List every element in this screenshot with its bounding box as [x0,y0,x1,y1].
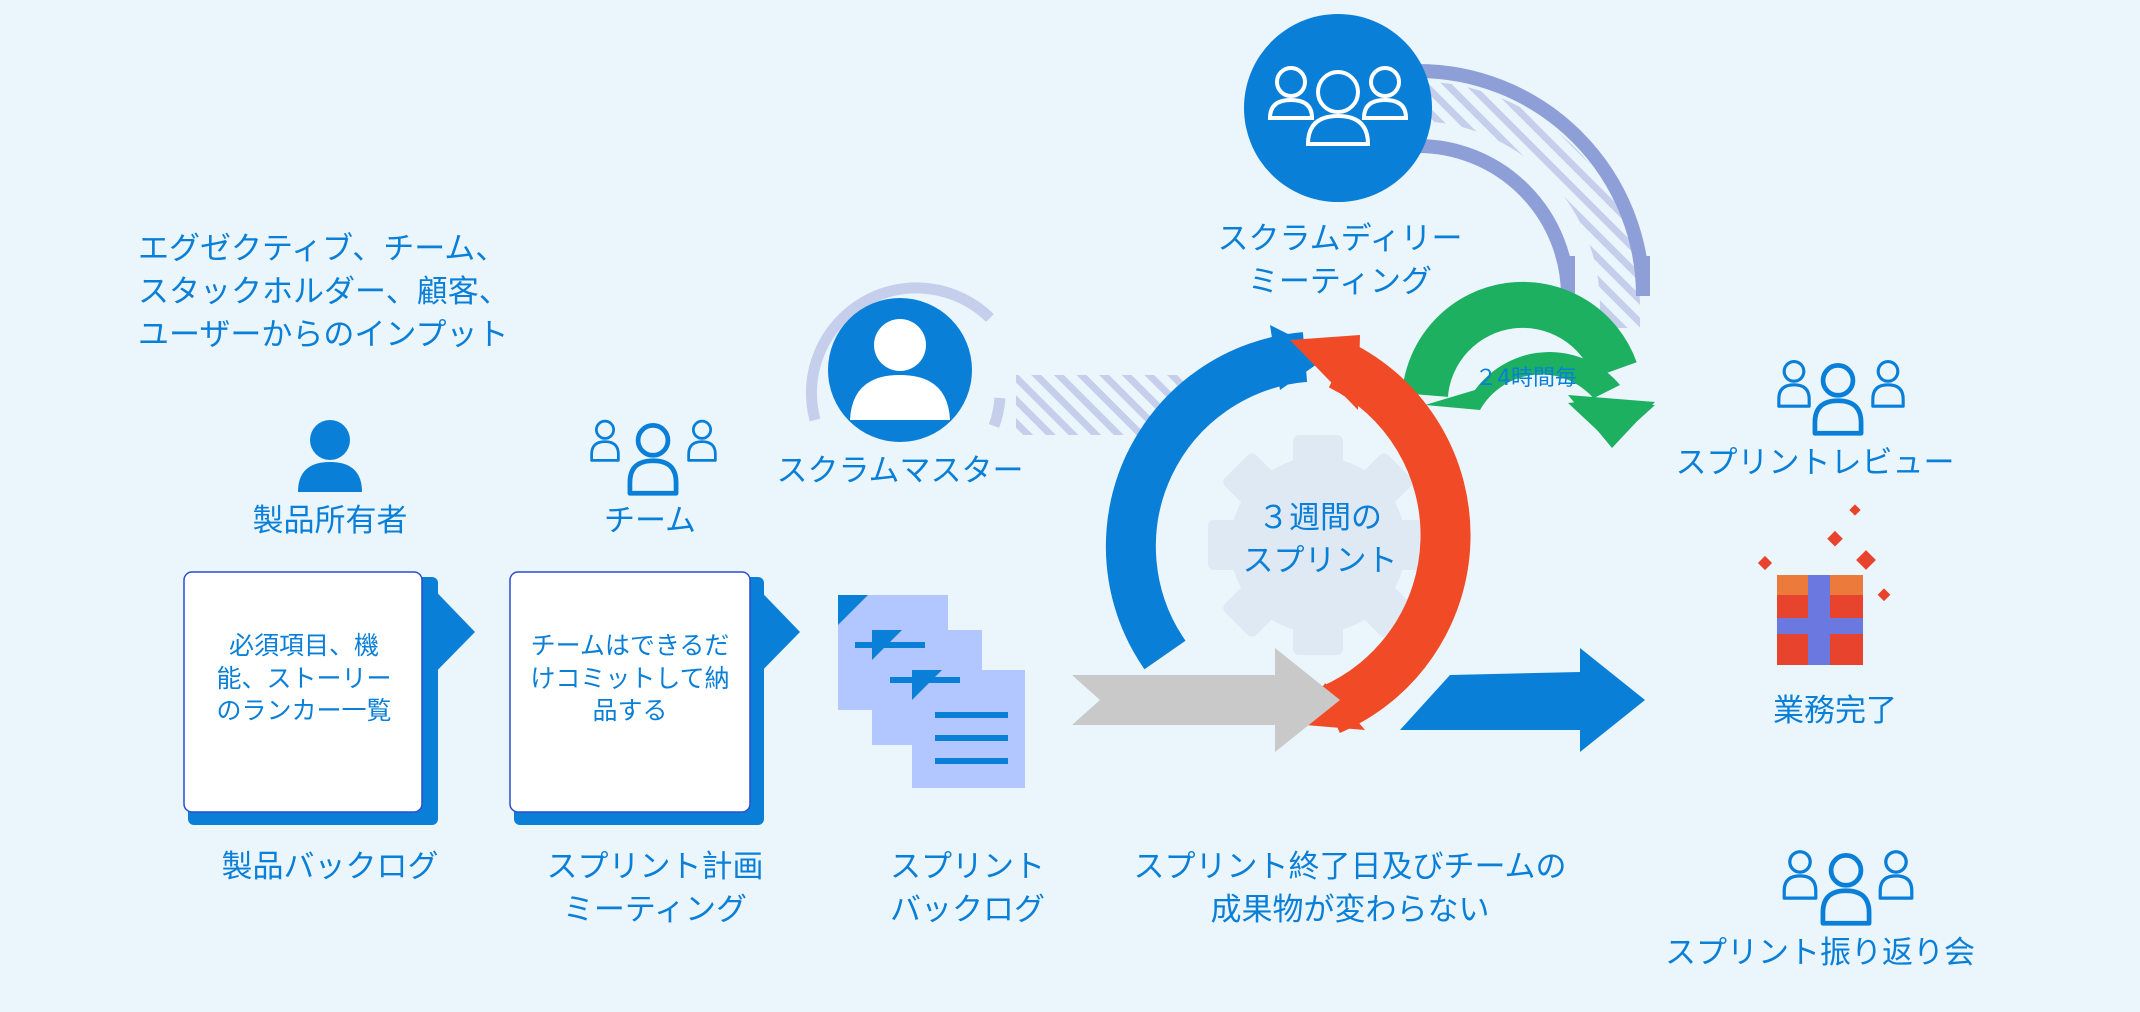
blue-outgoing-arrow [1400,648,1645,752]
product-owner-label: 製品所有者 [252,503,408,539]
work-done-label: 業務完了 [1773,693,1897,729]
product-backlog-label: 製品バックログ [221,849,439,885]
daily-meeting-icon [1244,14,1432,202]
red-cycle-arrow [1319,342,1471,733]
sprint-backlog-label: スプリント バックログ [890,849,1045,928]
review-group-icon [1776,359,1906,434]
person-icon [298,420,362,492]
team-label: チーム [603,503,697,539]
planning-meeting-label: スプリント計画 ミーティング [546,849,764,928]
retrospective-group-icon [1782,849,1914,924]
gift-icon [1757,504,1891,665]
planning-card [509,571,800,825]
retrospective-label: スプリント振り返り会 [1665,935,1975,971]
product-backlog-card-text: 必須項目、機 能、ストーリー のランカー一覧 [216,631,392,725]
lavender-arc-inner [1417,139,1575,297]
document-stack-icon [838,595,1025,788]
hatched-arc-daily [1415,81,1640,328]
daily-meeting-label: スクラムディリー ミーティング [1217,221,1463,300]
blue-cycle-arrow [1105,332,1308,670]
scrum-master-label: スクラムマスター [776,453,1024,489]
gear-icon [1208,435,1428,655]
unchanged-note-label: スプリント終了日及びチームの 成果物が変わらない [1133,849,1567,928]
planning-card-text: チームはできるだ けコミットして納 品する [530,631,730,725]
sprint-review-label: スプリントレビュー [1675,445,1955,481]
every-24h-label: ２4時間毎 [1475,366,1577,391]
product-backlog-card [183,571,475,825]
group-icon [589,419,718,493]
sprint-cycle-label: ３週間の スプリント [1242,500,1398,579]
scrum-master-icon [805,282,1006,442]
inputs-label: エグゼクティブ、チーム、 スタックホルダー、顧客、 ユーザーからのインプット [138,231,510,353]
gray-arrow [1072,648,1340,752]
lavender-arc-outer [1417,64,1650,297]
